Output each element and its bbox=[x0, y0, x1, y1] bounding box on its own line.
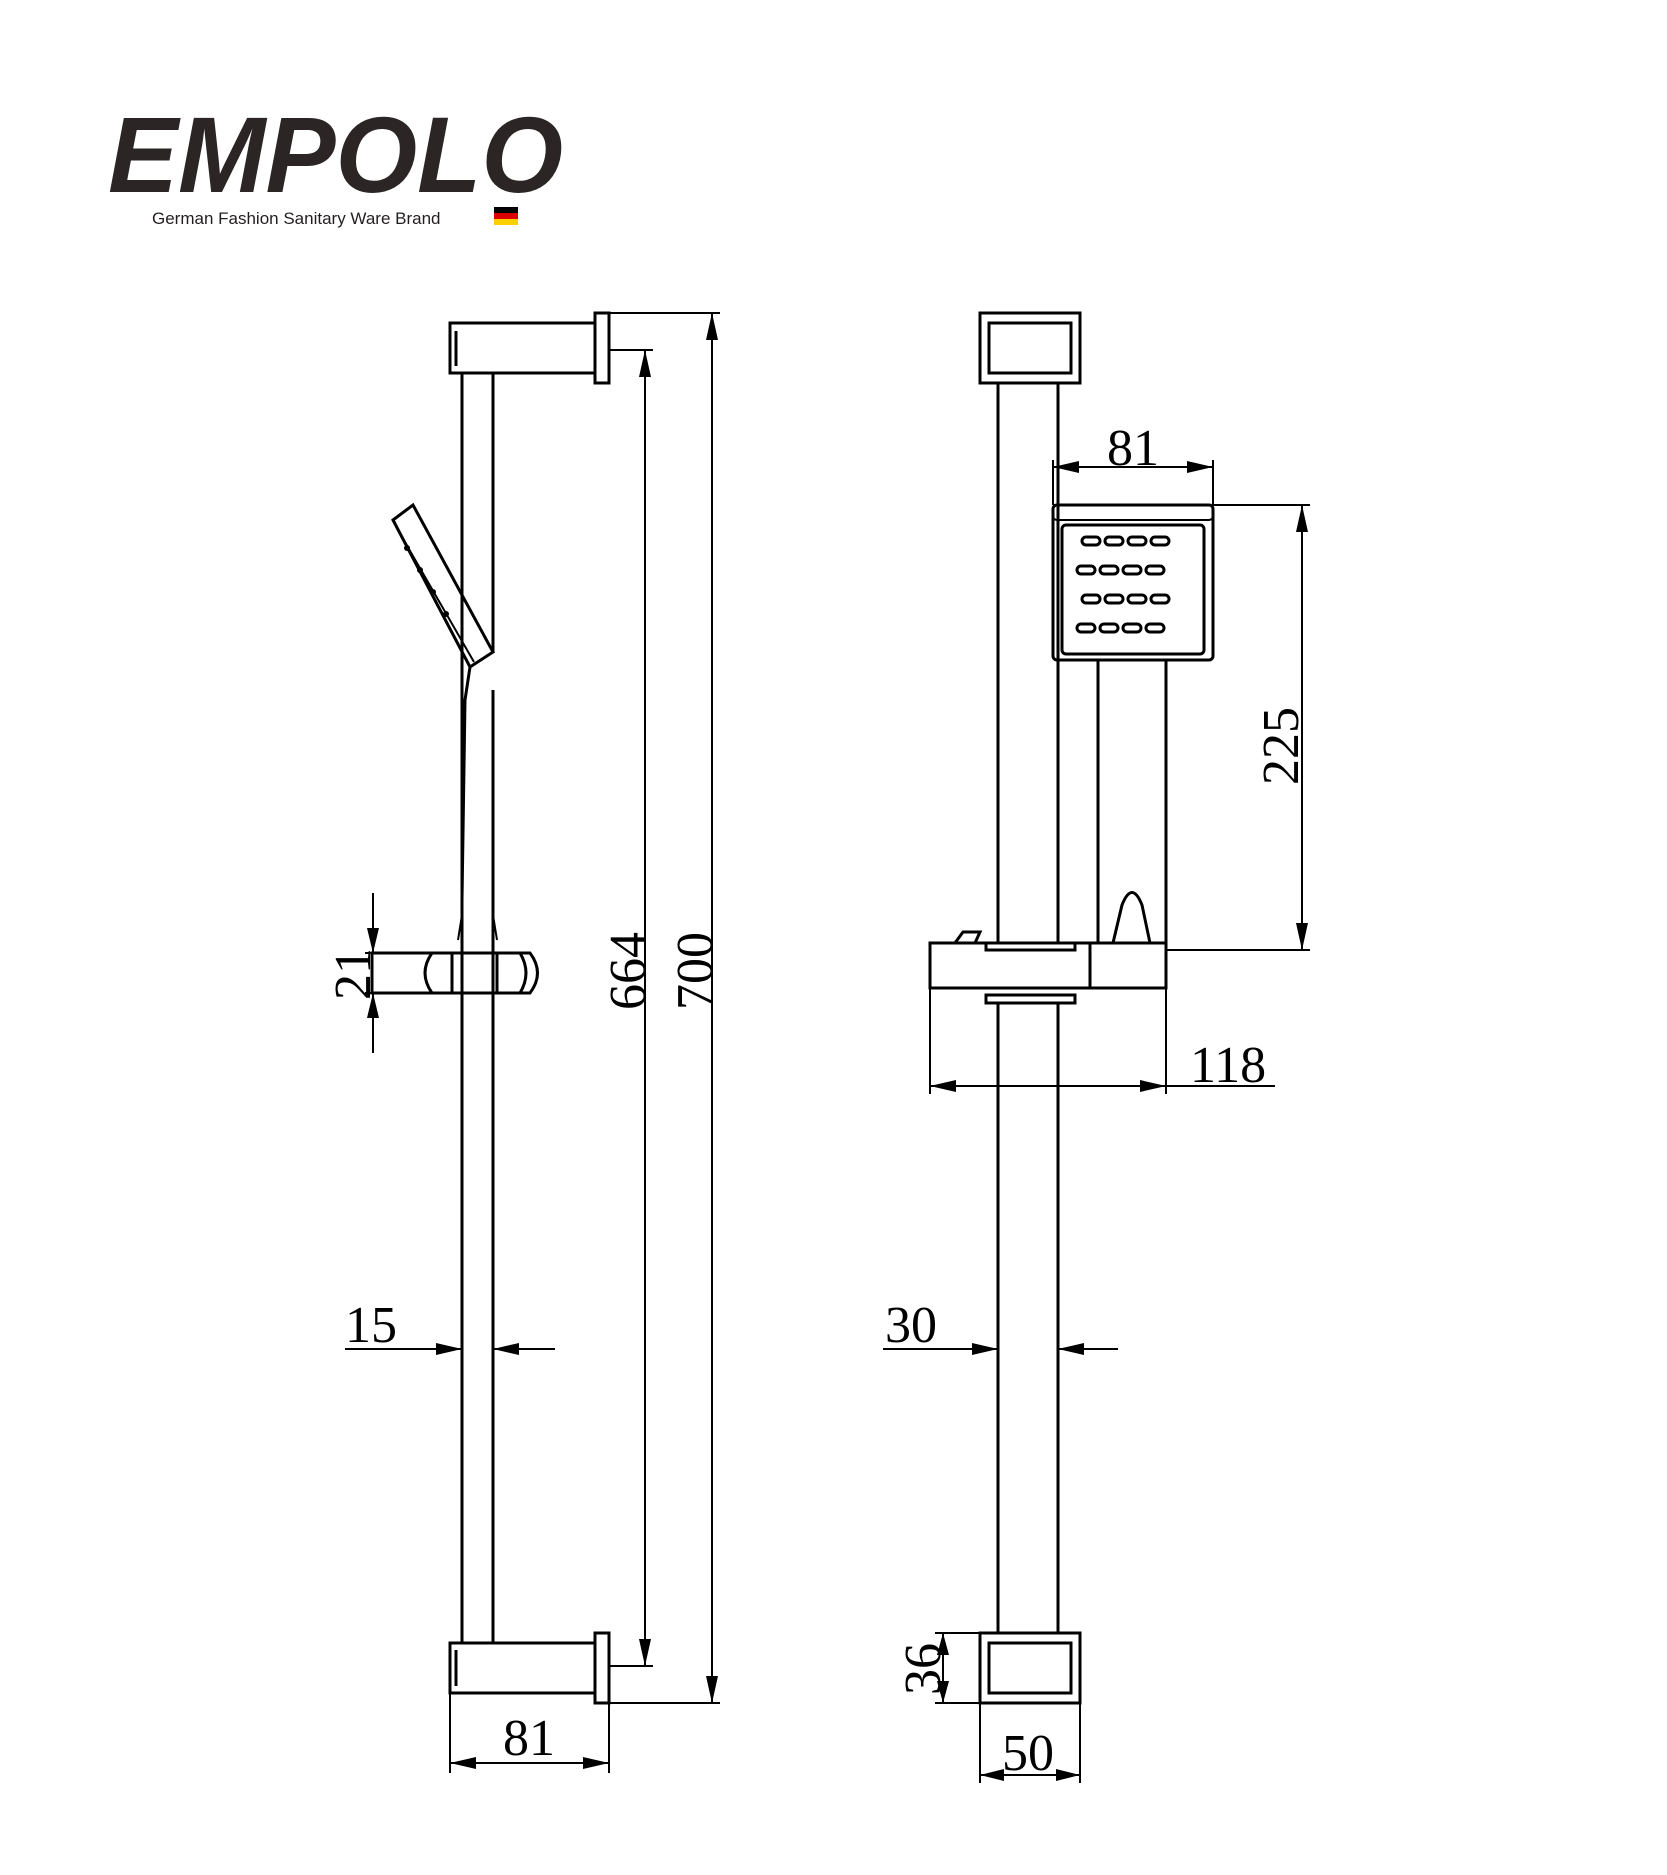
dim-holder-height: 21 bbox=[325, 893, 440, 1053]
dim-overall-height: 700 bbox=[609, 312, 724, 1704]
dim-bracket-width-label: 50 bbox=[1002, 1725, 1054, 1782]
dim-holder-projection: 118 bbox=[929, 988, 1275, 1094]
side-top-bracket bbox=[448, 311, 611, 385]
front-holder bbox=[928, 930, 1168, 1005]
side-hand-shower bbox=[391, 502, 495, 901]
side-holder-slider bbox=[370, 914, 539, 995]
brand-tagline: German Fashion Sanitary Ware Brand bbox=[152, 209, 441, 228]
brand-name: EMPOLO bbox=[108, 94, 563, 215]
dim-holder-projection-label: 118 bbox=[1190, 1037, 1266, 1094]
dim-bracket-spacing-label: 664 bbox=[600, 932, 657, 1010]
german-flag-icon bbox=[494, 207, 518, 225]
dim-bracket-depth-label: 81 bbox=[503, 1710, 555, 1767]
side-view: 700 664 21 15 bbox=[325, 311, 724, 1773]
front-shower-head bbox=[1051, 503, 1215, 944]
spray-nozzles-icon bbox=[1075, 535, 1171, 634]
side-rail bbox=[460, 373, 495, 1643]
dim-bracket-spacing: 664 bbox=[600, 349, 657, 1667]
dim-bracket-width: 50 bbox=[979, 1703, 1081, 1783]
brand-logo: EMPOLO German Fashion Sanitary Ware Bran… bbox=[108, 94, 563, 228]
dim-front-rail-width: 30 bbox=[883, 1297, 1118, 1355]
dim-overall-height-label: 700 bbox=[667, 932, 724, 1010]
side-bottom-bracket bbox=[448, 1631, 611, 1705]
dim-head-height-label: 225 bbox=[1253, 707, 1310, 785]
dim-head-height: 225 bbox=[1166, 504, 1310, 951]
dim-holder-height-label: 21 bbox=[325, 948, 382, 1000]
front-bottom-bracket bbox=[978, 1631, 1082, 1705]
dim-bracket-depth: 81 bbox=[449, 1693, 610, 1773]
front-view: 81 225 118 30 bbox=[883, 311, 1310, 1783]
dim-bracket-height-label: 36 bbox=[895, 1643, 952, 1695]
dim-head-width: 81 bbox=[1052, 420, 1214, 505]
dim-bracket-height: 36 bbox=[895, 1632, 980, 1704]
dim-head-width-label: 81 bbox=[1107, 420, 1159, 477]
dim-rail-width-label: 15 bbox=[345, 1297, 397, 1354]
dim-rail-width: 15 bbox=[345, 1297, 555, 1355]
dim-front-rail-width-label: 30 bbox=[885, 1297, 937, 1354]
front-rail bbox=[996, 383, 1060, 1633]
front-top-bracket bbox=[978, 311, 1082, 385]
